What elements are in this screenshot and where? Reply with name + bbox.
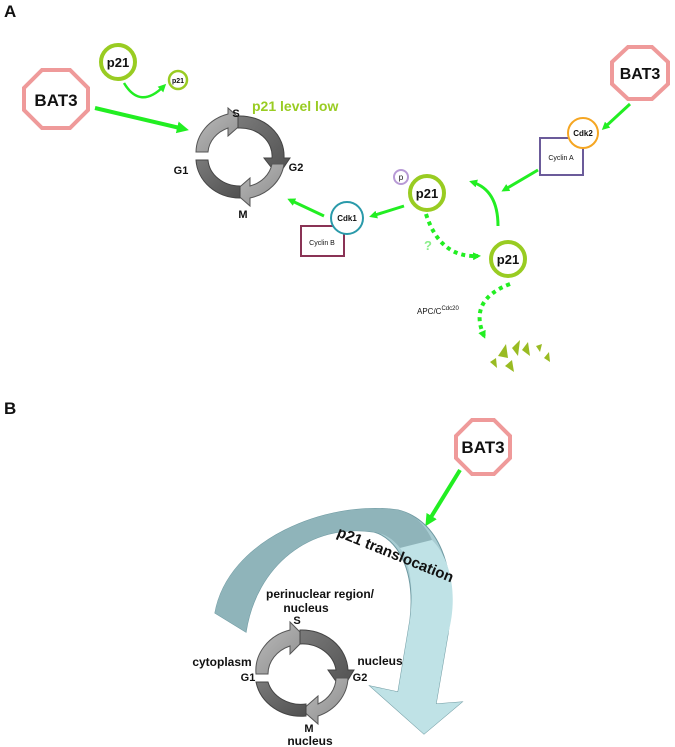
perinuclear-label-line2: nucleus [283,601,329,615]
cdk2-circle: Cdk2 [567,117,599,149]
nucleus-bottom-label: nucleus [287,734,333,747]
svg-text:p: p [399,173,404,182]
arrow-bat3-to-cdk2 [601,102,632,131]
cell-cycle-a [195,106,291,208]
phase-g2-label: G2 [289,162,304,174]
phase-g1-label: G1 [174,165,189,177]
svg-text:Cyclin A: Cyclin A [548,155,574,162]
svg-text:BAT3: BAT3 [34,91,77,110]
phase-s-label: S [232,108,239,120]
svg-text:p21: p21 [172,78,184,85]
phase-g1-label-b: G1 [241,672,256,684]
svg-text:p21: p21 [497,252,519,267]
arrow-p21-to-cdk1 [369,204,405,219]
svg-text:BAT3: BAT3 [461,438,504,457]
svg-text:p21: p21 [416,186,438,201]
cell-cycle-b [255,620,355,726]
svg-text:p21: p21 [107,55,129,70]
p21-level-low-text: p21 level low [252,98,338,114]
arrow-bat3-to-cycle [94,106,189,134]
translocation-arrow [214,508,464,735]
degraded-p21-fragments [490,340,550,372]
phospho-marker: p [393,169,409,185]
svg-text:Cdk2: Cdk2 [573,129,593,138]
arrow-p21-binding-loop [469,179,500,227]
cdk1-circle: Cdk1 [330,201,364,235]
dotted-arrow-to-p21 [424,213,481,261]
arrow-bat3-to-translocation [425,468,462,527]
apc-c-label: APC/CCdc20 [417,306,459,316]
p21-small-circle: p21 [167,69,189,91]
nucleus-right-label: nucleus [357,654,403,668]
dotted-arrow-degradation [477,282,511,339]
bat3-octagon-right: BAT3 [610,45,670,101]
p21-free-circle: p21 [489,240,527,278]
panel-b-label: B [4,399,17,418]
phase-m-label-b: M [304,723,313,735]
svg-text:Cyclin B: Cyclin B [309,240,335,247]
arrow-cdk1-to-cycle [287,198,325,218]
p21-source-circle: p21 [99,43,137,81]
phase-g2-label-b: G2 [353,672,368,684]
perinuclear-label-line1: perinuclear region/ [266,587,375,601]
bat3-octagon-b: BAT3 [454,418,512,476]
svg-text:BAT3: BAT3 [620,66,661,83]
arrow-p21-decrease [122,82,167,99]
question-mark: ? [424,238,432,253]
arrow-cdk2-phosphorylates [501,168,539,192]
p21-phospho-circle: p21 [408,174,446,212]
phase-m-label: M [238,209,247,221]
panel-a-label: A [4,2,17,21]
bat3-octagon-left: BAT3 [22,68,90,130]
svg-text:Cdk1: Cdk1 [337,214,357,223]
cytoplasm-label: cytoplasm [192,655,251,669]
phase-s-label-b: S [293,615,300,627]
